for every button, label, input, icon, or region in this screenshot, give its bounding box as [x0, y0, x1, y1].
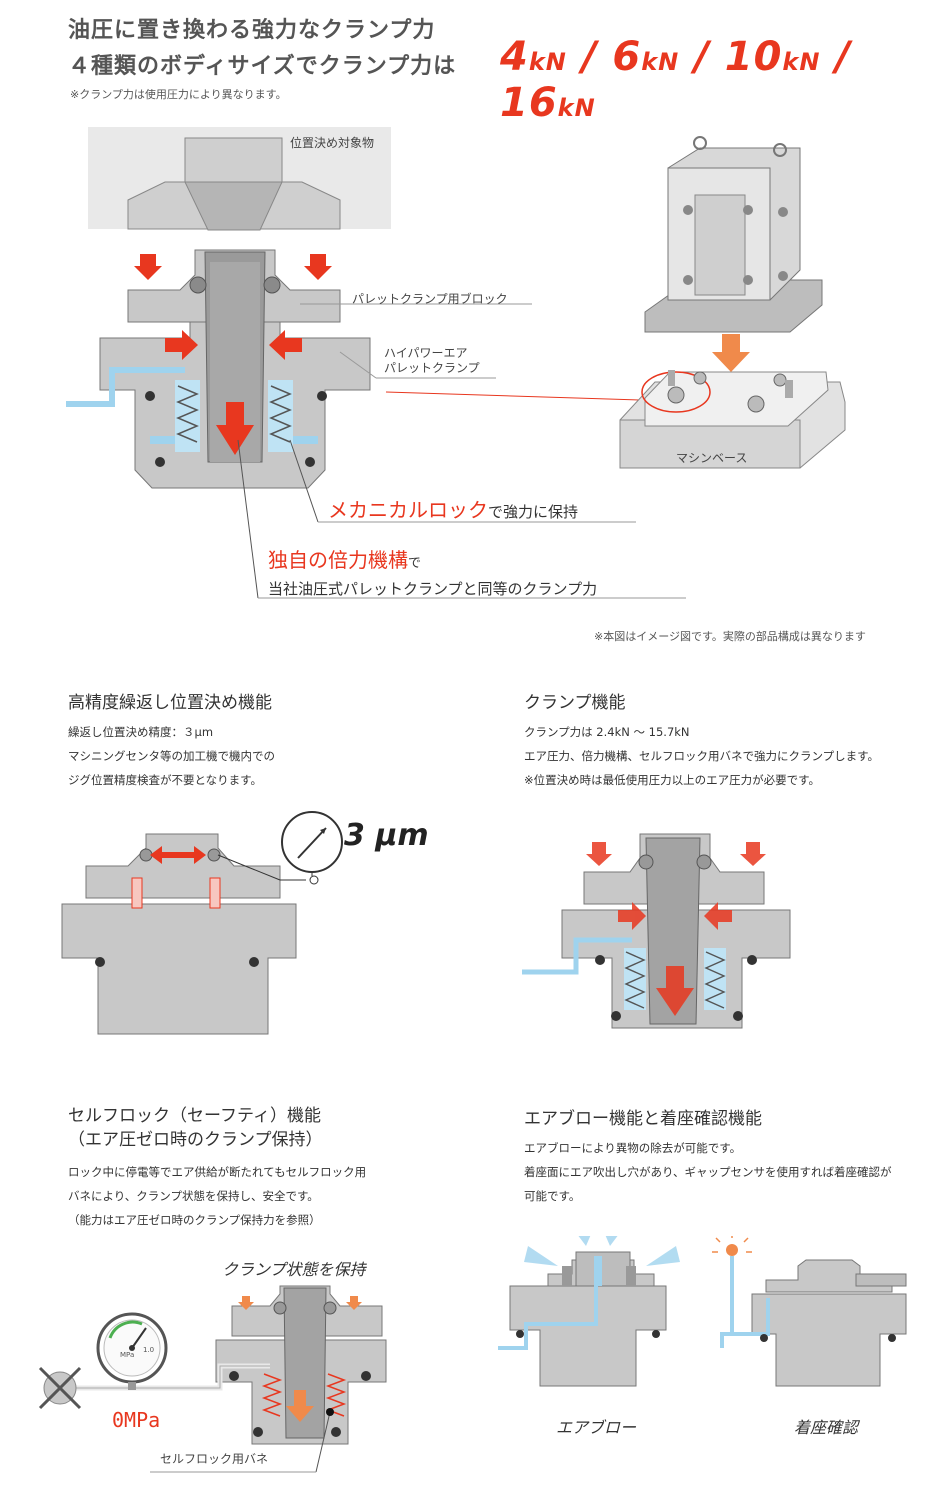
- precision-text: 繰返し位置決め精度：３μm マシニングセンタ等の加工機で機内での ジグ位置精度検…: [68, 720, 275, 792]
- airblow-line: 可能です。: [524, 1189, 581, 1203]
- clamp-line: ※位置決め時は最低使用圧力以上のエア圧力が必要です。: [524, 773, 820, 787]
- selflock-line: バネにより、クランプ状態を保持し、安全です。: [68, 1189, 319, 1203]
- force-16: 16kN: [500, 80, 596, 126]
- airblow-line: エアブローにより異物の除去が可能です。: [524, 1141, 742, 1155]
- label-air-pallet-clamp: ハイパワーエア パレットクランプ: [384, 346, 480, 376]
- clamp-line: クランプ力は 2.4kN ～ 15.7kN: [524, 725, 690, 739]
- airblow-line: 着座面にエア吹出し穴があり、ギャップセンサを使用すれば着座確認が: [524, 1165, 892, 1179]
- label-target-object: 位置決め対象物: [290, 136, 375, 150]
- headline-line2: ４種類のボディサイズでクランプ力は: [68, 54, 457, 79]
- seating-caption: 着座確認: [794, 1418, 859, 1437]
- selflock-spring-label: セルフロック用バネ: [160, 1452, 269, 1466]
- selflock-title: セルフロック（セーフティ）機能 （エア圧ゼロ時のクランプ保持）: [68, 1104, 323, 1152]
- airblow-text: エアブローにより異物の除去が可能です。 着座面にエア吹出し穴があり、ギャップセン…: [524, 1136, 892, 1208]
- selflock-diagram: [38, 1285, 387, 1473]
- precision-gauge-value: 3 μm: [344, 818, 429, 853]
- label-clamp-line1: ハイパワーエア: [384, 346, 468, 360]
- selflock-line: ロック中に停電等でエア供給が断たれてもセルフロック用: [68, 1165, 367, 1179]
- clamp-diagram: [522, 833, 791, 1029]
- selflock-line: （能力はエア圧ゼロ時のクランプ保持力を参照）: [68, 1213, 321, 1227]
- airblow-title: エアブロー機能と着座確認機能: [524, 1109, 762, 1129]
- callout-mechanical-lock-rest: で強力に保持: [488, 503, 579, 521]
- force-separator: /: [835, 34, 852, 80]
- selflock-title-line1: セルフロック（セーフティ）機能: [68, 1106, 321, 1126]
- selflock-title-line2: （エア圧ゼロ時のクランプ保持）: [68, 1130, 323, 1150]
- precision-line: マシニングセンタ等の加工機で機内での: [68, 749, 275, 763]
- callout-booster: 独自の倍力機構で: [268, 544, 421, 573]
- callout-booster-particle: で: [408, 556, 422, 571]
- main-clamp-diagram: [66, 127, 846, 599]
- gauge-max: 1.0: [143, 1346, 155, 1354]
- callout-mechanical-lock: メカニカルロックで強力に保持: [328, 494, 578, 523]
- clamp-title: クランプ機能: [524, 693, 626, 713]
- precision-diagram: [61, 811, 343, 1035]
- force-10: 10kN: [724, 34, 821, 80]
- airblow-diagram: [498, 1236, 907, 1387]
- force-separator: /: [581, 34, 598, 80]
- clamp-line: エア圧力、倍力機構、セルフロック用バネで強力にクランプします。: [524, 749, 880, 763]
- header-note: ※クランプ力は使用圧力により異なります。: [70, 88, 287, 101]
- selflock-hold-label: クランプ状態を保持: [222, 1260, 366, 1279]
- precision-line: 繰返し位置決め精度：３μm: [68, 725, 214, 739]
- pressure-zero-label: 0MPa: [112, 1408, 161, 1432]
- airblow-caption: エアブロー: [556, 1418, 637, 1437]
- selflock-text: ロック中に停電等でエア供給が断たれてもセルフロック用 バネにより、クランプ状態を…: [68, 1160, 366, 1232]
- precision-line: ジグ位置精度検査が不要となります。: [68, 773, 263, 787]
- force-4: 4kN: [500, 34, 567, 80]
- clamp-force-list: 4kN / 6kN / 10kN / 16kN: [500, 34, 930, 126]
- image-note: ※本図はイメージ図です。実際の部品構成は異なります: [594, 630, 866, 643]
- headline-line1: 油圧に置き換わる強力なクランプ力: [68, 18, 436, 43]
- precision-title: 高精度繰返し位置決め機能: [68, 693, 272, 713]
- gauge-unit: MPa: [120, 1351, 135, 1359]
- label-pallet-block: パレットクランプ用ブロック: [352, 292, 508, 306]
- callout-booster-desc: 当社油圧式パレットクランプと同等のクランプ力: [268, 580, 598, 598]
- callout-mechanical-lock-emph: メカニカルロック: [328, 498, 488, 522]
- force-6: 6kN: [612, 34, 680, 80]
- force-separator: /: [694, 34, 710, 80]
- callout-booster-emph: 独自の倍力機構: [268, 548, 408, 572]
- clamp-text: クランプ力は 2.4kN ～ 15.7kN エア圧力、倍力機構、セルフロック用バ…: [524, 720, 879, 792]
- label-machine-base: マシンベース: [676, 451, 748, 465]
- label-clamp-line2: パレットクランプ: [384, 361, 480, 375]
